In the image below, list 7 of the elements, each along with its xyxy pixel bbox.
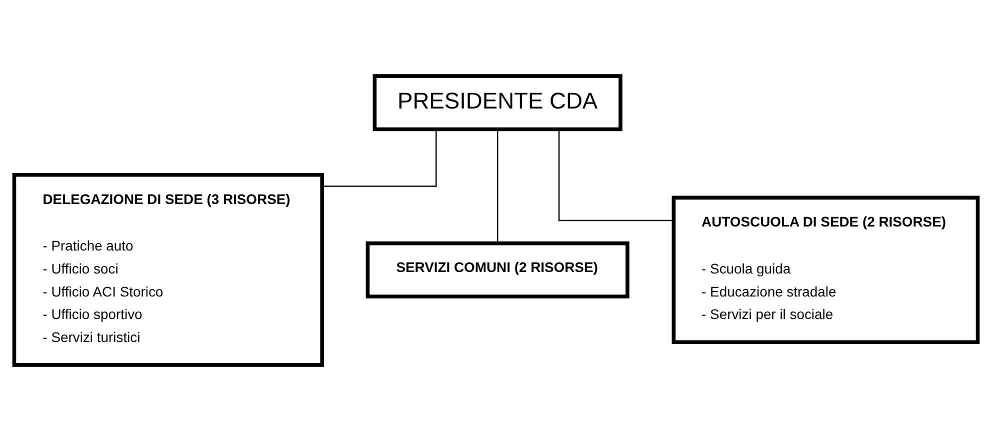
node-box: SERVIZI COMUNI (2 RISORSE) — [366, 241, 630, 298]
connector — [322, 130, 437, 187]
connector — [558, 129, 674, 222]
node-box: DELEGAZIONE DI SEDE (3 RISORSE) - Pratiche auto - Ufficio soci - Ufficio ACI Storico - Ufficio sportivo - Servizi turistici — [12, 172, 324, 367]
connector — [496, 130, 498, 244]
node-box: PRESIDENTE CDA — [372, 74, 622, 132]
node-box: AUTOSCUOLA DI SEDE (2 RISORSE) - Scuola guida - Educazione stradale - Servizi per il sociale — [672, 196, 980, 344]
